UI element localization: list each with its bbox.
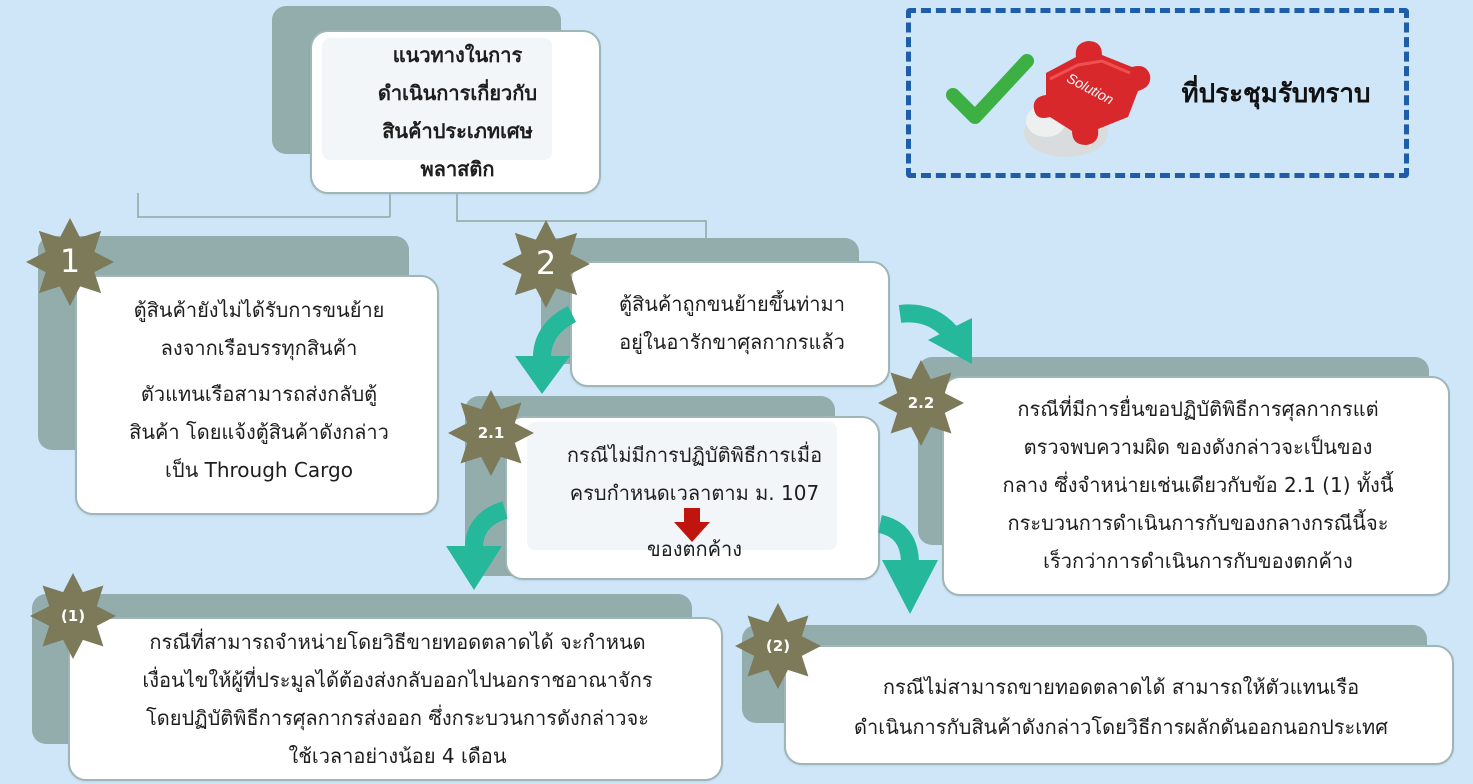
title-line: พลาสติก: [420, 157, 495, 181]
star-badge-icon: [878, 360, 964, 446]
n2-card: ตู้สินค้าถูกขนย้ายขึ้นท่ามา อยู่ในอารักข…: [570, 261, 890, 387]
star-badge-icon: [735, 603, 821, 689]
n1-card: ตู้สินค้ายังไม่ได้รับการขนย้าย ลงจากเรือ…: [75, 275, 439, 515]
star-badge-icon: [26, 218, 114, 306]
puzzle-icon: Solution: [1024, 41, 1151, 157]
n212-line: กรณีไม่สามารถขายทอดตลาดได้ สามารถให้ตัวแ…: [882, 675, 1360, 699]
info-label: ที่ประชุมรับทราบ: [1181, 79, 1371, 109]
n211-line: ใช้เวลาอย่างน้อย 4 เดือน: [288, 744, 507, 768]
n212-badge: (2): [735, 603, 821, 689]
n21-text: กรณีไม่มีการปฏิบัติพิธีการเมื่อ ครบกำหนด…: [507, 436, 882, 512]
n21-line: กรณีไม่มีการปฏิบัติพิธีการเมื่อ: [566, 443, 823, 467]
n211-badge-label: (1): [60, 607, 86, 625]
connector-title-v3: [705, 220, 707, 238]
down-arrow-icon: [674, 508, 710, 542]
n22-badge-label: 2.2: [907, 394, 935, 412]
n2-line: ตู้สินค้าถูกขนย้ายขึ้นท่ามา: [619, 292, 845, 316]
n22-line: กระบวนการดำเนินการกับของกลางกรณีนี้จะ: [1007, 511, 1389, 535]
n22-card: กรณีที่มีการยื่นขอปฏิบัติพิธีการศุลกากรแ…: [942, 376, 1450, 596]
n1-line: ตัวแทนเรือสามารถส่งกลับตู้: [140, 382, 378, 406]
n2-line: อยู่ในอารักขาศุลกากรแล้ว: [619, 330, 845, 354]
n22-line: เร็วกว่าการดำเนินการกับของตกค้าง: [1043, 549, 1353, 573]
connector-title-to-n1: [137, 193, 392, 217]
n1-badge-label: 1: [59, 242, 81, 280]
n22-line: ตรวจพบความผิด ของดังกล่าวจะเป็นของ: [1023, 435, 1373, 459]
title-inner-panel: [322, 38, 552, 160]
n211-line: เงื่อนไขให้ผู้ที่ประมูลได้ต้องส่งกลับออก…: [142, 668, 653, 692]
connector-title-v1: [389, 193, 391, 217]
n211-line: กรณีที่สามารถจำหน่ายโดยวิธีขายทอดตลาดได้…: [149, 630, 646, 654]
connector-title-v2: [456, 193, 458, 221]
title-line: สินค้าประเภทเศษ: [382, 119, 533, 143]
n211-line: โดยปฏิบัติพิธีการศุลกากรส่งออก ซึ่งกระบว…: [146, 706, 649, 730]
n212-line: ดำเนินการกับสินค้าดังกล่าวโดยวิธีการผลัก…: [854, 715, 1388, 739]
n21-line: ครบกำหนดเวลาตาม ม. 107: [569, 481, 820, 505]
n1-badge: 1: [26, 218, 114, 306]
n22-line: กรณีที่มีการยื่นขอปฏิบัติพิธีการศุลกากรแ…: [1017, 397, 1379, 421]
n21-badge-label: 2.1: [477, 424, 505, 442]
n2-badge-label: 2: [535, 244, 557, 282]
info-box: Solution ที่ประชุมรับทราบ: [906, 8, 1409, 178]
title-line: ดำเนินการเกี่ยวกับ: [377, 81, 538, 105]
n2-text: ตู้สินค้าถูกขนย้ายขึ้นท่ามา อยู่ในอารักข…: [572, 285, 892, 361]
star-badge-icon: [448, 390, 534, 476]
n212-badge-label: (2): [765, 637, 791, 655]
n21-badge: 2.1: [448, 390, 534, 476]
title-line: แนวทางในการ: [392, 43, 523, 67]
star-badge-icon: [502, 220, 590, 308]
n2-badge: 2: [502, 220, 590, 308]
check-icon: [946, 54, 1034, 124]
star-badge-icon: [30, 573, 116, 659]
n22-line: กลาง ซึ่งจำหน่ายเช่นเดียวกับข้อ 2.1 (1) …: [1002, 473, 1394, 497]
n21-result: ของตกค้าง: [647, 537, 742, 561]
n1-line: เป็น Through Cargo: [165, 458, 353, 482]
n22-badge: 2.2: [878, 360, 964, 446]
n1-text: ตู้สินค้ายังไม่ได้รับการขนย้าย ลงจากเรือ…: [77, 291, 441, 489]
n1-line: ลงจากเรือบรรทุกสินค้า: [160, 336, 358, 360]
n21-card: กรณีไม่มีการปฏิบัติพิธีการเมื่อ ครบกำหนด…: [505, 416, 880, 580]
n211-text: กรณีที่สามารถจำหน่ายโดยวิธีขายทอดตลาดได้…: [70, 623, 725, 775]
n1-line: ตู้สินค้ายังไม่ได้รับการขนย้าย: [133, 298, 385, 322]
n211-card: กรณีที่สามารถจำหน่ายโดยวิธีขายทอดตลาดได้…: [68, 617, 723, 781]
connector-title-h2: [456, 220, 706, 222]
page-title: แนวทางในการ ดำเนินการเกี่ยวกับ สินค้าประ…: [312, 36, 603, 188]
title-card: แนวทางในการ ดำเนินการเกี่ยวกับ สินค้าประ…: [310, 30, 601, 194]
connector-title-h1: [137, 216, 390, 218]
n212-text: กรณีไม่สามารถขายทอดตลาดได้ สามารถให้ตัวแ…: [786, 667, 1456, 747]
n1-line: สินค้า โดยแจ้งตู้สินค้าดังกล่าว: [129, 420, 389, 444]
n211-badge: (1): [30, 573, 116, 659]
n22-text: กรณีที่มีการยื่นขอปฏิบัติพิธีการศุลกากรแ…: [944, 390, 1452, 580]
n212-card: กรณีไม่สามารถขายทอดตลาดได้ สามารถให้ตัวแ…: [784, 645, 1454, 765]
